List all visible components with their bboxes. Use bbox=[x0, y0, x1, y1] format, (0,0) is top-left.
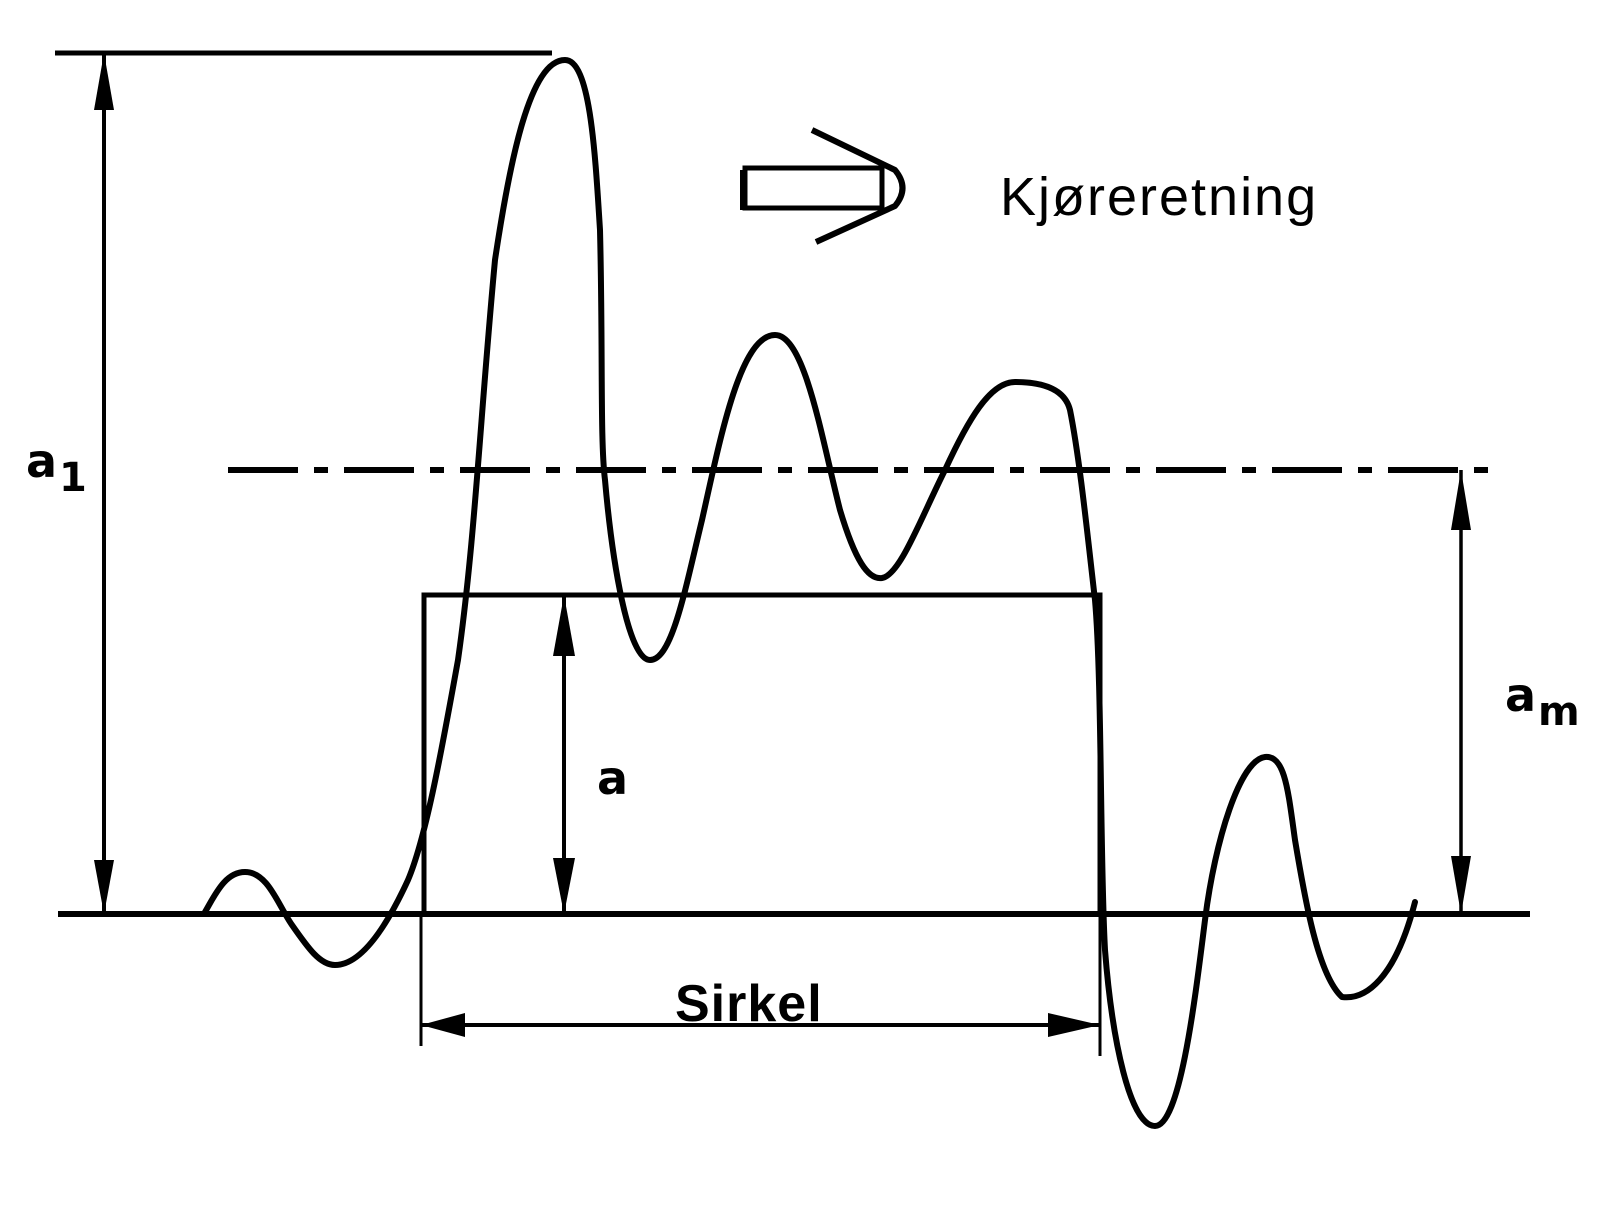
road-profile-curve bbox=[202, 57, 1418, 1129]
label-am-base: a bbox=[1505, 668, 1537, 722]
circle-rectangle bbox=[421, 592, 1103, 914]
a-dimension-arrow bbox=[553, 595, 575, 914]
label-am: am bbox=[1505, 672, 1580, 732]
label-a1: a1 bbox=[26, 438, 87, 498]
am-dimension-arrow bbox=[1451, 470, 1471, 914]
label-a: a bbox=[597, 755, 628, 801]
sirkel-dimension-arrow bbox=[421, 1013, 1100, 1037]
label-a1-subscript: 1 bbox=[59, 455, 87, 501]
label-am-subscript: m bbox=[1538, 689, 1580, 735]
circle-span-label: Sirkel bbox=[675, 975, 823, 1033]
label-a-base: a bbox=[597, 751, 629, 805]
a1-dimension-arrow bbox=[94, 53, 114, 914]
label-a1-base: a bbox=[26, 434, 58, 488]
direction-label: Kjøreretning bbox=[1000, 167, 1319, 227]
direction-arrow-icon bbox=[740, 127, 906, 245]
